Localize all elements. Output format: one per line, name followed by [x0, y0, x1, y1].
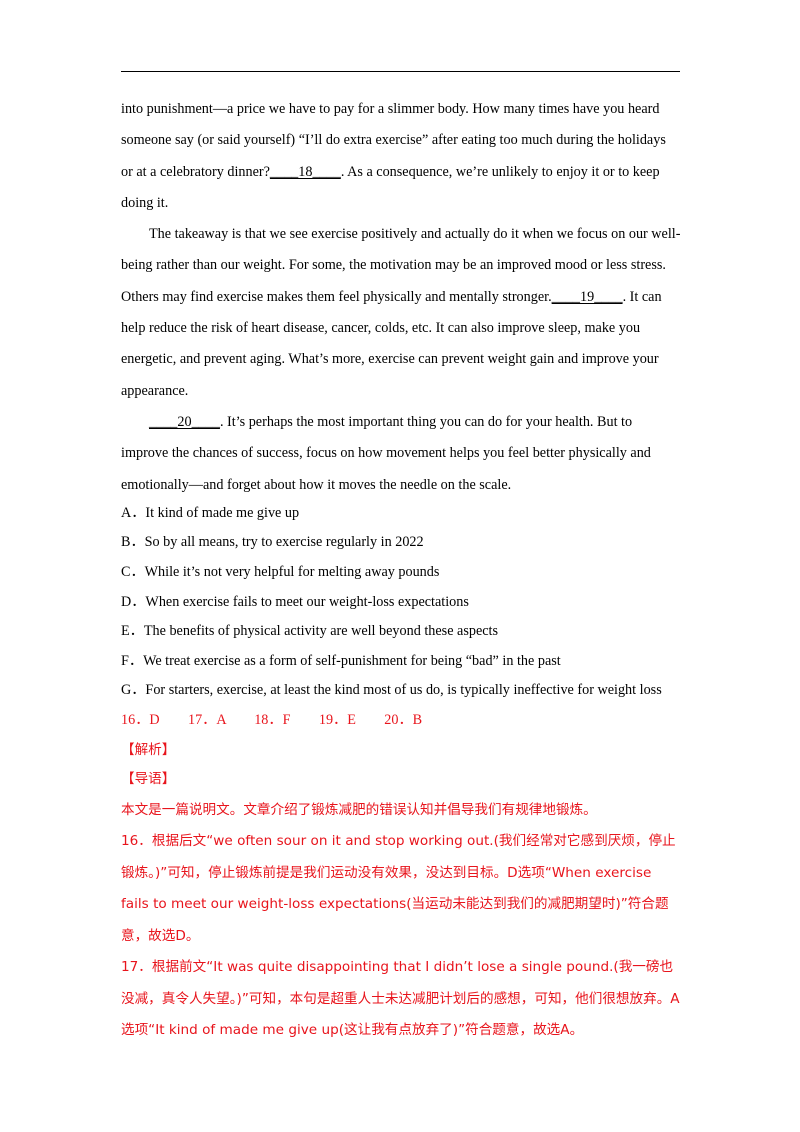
blank-18: ____18____ — [269, 163, 341, 180]
answer-key: 16．D 17．A 18．F 19．E 20．B — [121, 712, 423, 729]
explanation-16: 16．根据后文“we often sour on it and stop wor… — [121, 833, 676, 944]
blank-19: ____19____ — [551, 288, 623, 305]
passage-paragraph-2: The takeaway is that we see exercise pos… — [121, 226, 681, 399]
blank-20: ____20____ — [149, 413, 220, 430]
option-e: E．The benefits of physical activity are … — [121, 623, 499, 640]
document-body: into punishment—a price we have to pay f… — [121, 94, 681, 1047]
option-f: F．We treat exercise as a form of self-pu… — [121, 652, 561, 669]
option-d: D．When exercise fails to meet our weight… — [121, 593, 469, 610]
option-b: B．So by all means, try to exercise regul… — [121, 534, 424, 551]
passage-paragraph-3: ____20____. It’s perhaps the most import… — [121, 413, 651, 493]
explanation-17: 17．根据前文“It was quite disappointing that … — [121, 959, 680, 1039]
options-list: A．It kind of made me give up B．So by all… — [121, 499, 681, 706]
intro-label: 【导语】 — [121, 771, 176, 788]
option-g: G．For starters, exercise, at least the k… — [121, 682, 662, 699]
option-a: A．It kind of made me give up — [121, 504, 300, 521]
option-c: C．While it’s not very helpful for meltin… — [121, 564, 440, 581]
analysis-label: 【解析】 — [121, 741, 176, 758]
passage-paragraph-1: into punishment—a price we have to pay f… — [121, 101, 666, 211]
header-rule — [121, 71, 680, 72]
intro-text: 本文是一篇说明文。文章介绍了锻炼减肥的错误认知并倡导我们有规律地锻炼。 — [121, 801, 597, 818]
